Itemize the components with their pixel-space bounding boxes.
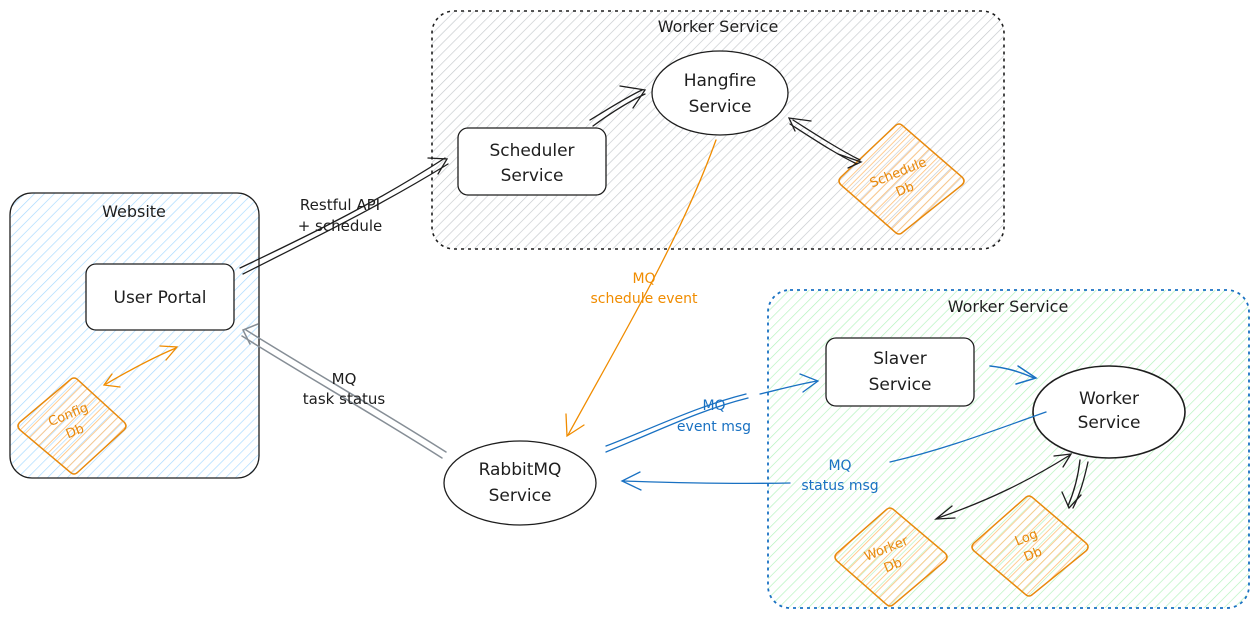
arrow-rabbitmq-to-portal [241, 323, 447, 459]
restful-api-label: Restful API + schedule [298, 196, 383, 235]
schedule-event-line1: MQ [632, 271, 655, 287]
scheduler-label-line1: Scheduler [489, 141, 574, 161]
scheduler-worker-title: Worker Service [658, 17, 779, 36]
restful-label-line1: Restful API [300, 196, 380, 214]
slave-worker-title: Worker Service [948, 297, 1069, 316]
arrow-slaver-to-worker [989, 365, 1038, 385]
arrow-scheduler-to-hangfire [589, 85, 647, 127]
worker-db-line2: Db [882, 556, 905, 577]
event-msg-line2: event msg [677, 419, 751, 435]
arrow-rabbitmq-to-slaver [605, 373, 820, 453]
worker-db: Worker Db [834, 507, 948, 607]
user-portal-node: User Portal [85, 263, 235, 331]
worker-label-line1: Worker [1079, 389, 1139, 409]
website-title: Website [102, 202, 166, 221]
slaver-label-line2: Service [869, 375, 932, 395]
worker-label-line2: Service [1078, 413, 1141, 433]
config-db: Config Db [17, 377, 127, 475]
arrow-worker-to-rabbitmq [620, 411, 1047, 491]
rabbitmq-service-node: RabbitMQ Service [443, 440, 597, 526]
status-msg-label: MQ status msg [801, 458, 878, 494]
log-db: Log Db [971, 495, 1089, 597]
task-status-label: MQ task status [303, 370, 386, 408]
arrow-hangfire-schedule-db [787, 117, 863, 169]
restful-label-line2: + schedule [298, 217, 383, 235]
event-msg-line1: MQ [702, 398, 725, 414]
scheduler-service-node: Scheduler Service [457, 127, 607, 196]
scheduler-label-line2: Service [501, 166, 564, 186]
worker-service-node: Worker Service [1032, 365, 1186, 459]
rabbitmq-label-line1: RabbitMQ [479, 460, 562, 480]
schedule-db: Schedule Db [838, 123, 965, 235]
arrow-config-db-portal [102, 345, 179, 388]
slaver-service-node: Slaver Service [825, 337, 975, 407]
log-db-line2: Db [1022, 545, 1045, 566]
hangfire-label-line1: Hangfire [684, 71, 757, 91]
hangfire-service-node: Hangfire Service [651, 50, 789, 136]
status-msg-line2: status msg [801, 478, 878, 494]
task-status-line1: MQ [332, 370, 357, 388]
arrow-worker-to-log-db [1061, 459, 1089, 510]
arrow-portal-to-scheduler [239, 157, 449, 275]
schedule-event-label: MQ schedule event [590, 271, 698, 307]
user-portal-label: User Portal [114, 288, 207, 308]
status-msg-line1: MQ [828, 458, 851, 474]
arrow-worker-worker-db [934, 453, 1073, 520]
config-db-line2: Db [64, 422, 87, 443]
task-status-line2: task status [303, 390, 386, 408]
schedule-db-line2: Db [894, 180, 917, 201]
schedule-event-line2: schedule event [590, 291, 698, 307]
event-msg-label: MQ event msg [677, 398, 751, 435]
slaver-label-line1: Slaver [873, 349, 926, 369]
arrow-hangfire-to-rabbitmq [565, 139, 717, 438]
rabbitmq-label-line2: Service [489, 486, 552, 506]
hangfire-label-line2: Service [689, 97, 752, 117]
